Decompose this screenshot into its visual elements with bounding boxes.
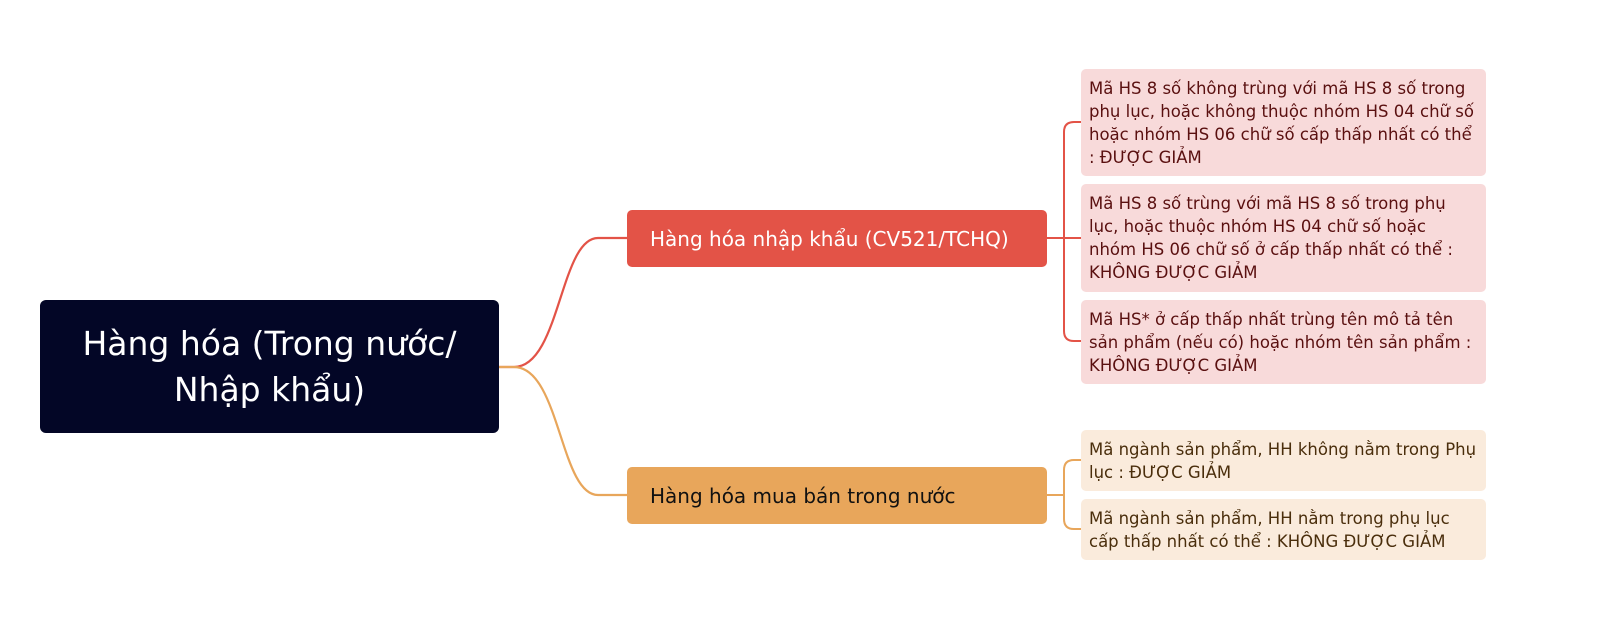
branch-domestic-label: Hàng hóa mua bán trong nước bbox=[650, 483, 956, 508]
leaf-text: Mã HS 8 số trùng với mã HS 8 số trong ph… bbox=[1089, 194, 1453, 282]
leaf-import-2[interactable]: Mã HS 8 số trùng với mã HS 8 số trong ph… bbox=[1081, 184, 1486, 292]
connector-root-domestic bbox=[499, 365, 627, 497]
leaf-text: Mã ngành sản phẩm, HH nằm trong phụ lục … bbox=[1089, 508, 1450, 551]
leaf-text: Mã HS 8 số không trùng với mã HS 8 số tr… bbox=[1089, 78, 1474, 167]
connector-import-bracket bbox=[1063, 121, 1081, 342]
branch-import-label: Hàng hóa nhập khẩu (CV521/TCHQ) bbox=[650, 226, 1009, 251]
branch-domestic[interactable]: Hàng hóa mua bán trong nước bbox=[627, 467, 1047, 524]
root-title-line-2: Nhập khẩu) bbox=[173, 369, 366, 409]
branch-import[interactable]: Hàng hóa nhập khẩu (CV521/TCHQ) bbox=[627, 210, 1047, 267]
leaf-import-3[interactable]: Mã HS* ở cấp thấp nhất trùng tên mô tả t… bbox=[1081, 300, 1486, 384]
connector-domestic-bracket bbox=[1063, 459, 1081, 530]
root-node[interactable]: Hàng hóa (Trong nước/ Nhập khẩu) bbox=[40, 300, 499, 433]
leaf-text: Mã HS* ở cấp thấp nhất trùng tên mô tả t… bbox=[1089, 309, 1472, 375]
root-title-line-1: Hàng hóa (Trong nước/ bbox=[82, 323, 457, 363]
leaf-text: Mã ngành sản phẩm, HH không nằm trong Ph… bbox=[1089, 439, 1477, 482]
connector-root-import bbox=[499, 236, 627, 369]
leaf-domestic-1[interactable]: Mã ngành sản phẩm, HH không nằm trong Ph… bbox=[1081, 430, 1486, 491]
leaf-import-1[interactable]: Mã HS 8 số không trùng với mã HS 8 số tr… bbox=[1081, 69, 1486, 176]
leaf-domestic-2[interactable]: Mã ngành sản phẩm, HH nằm trong phụ lục … bbox=[1081, 499, 1486, 560]
